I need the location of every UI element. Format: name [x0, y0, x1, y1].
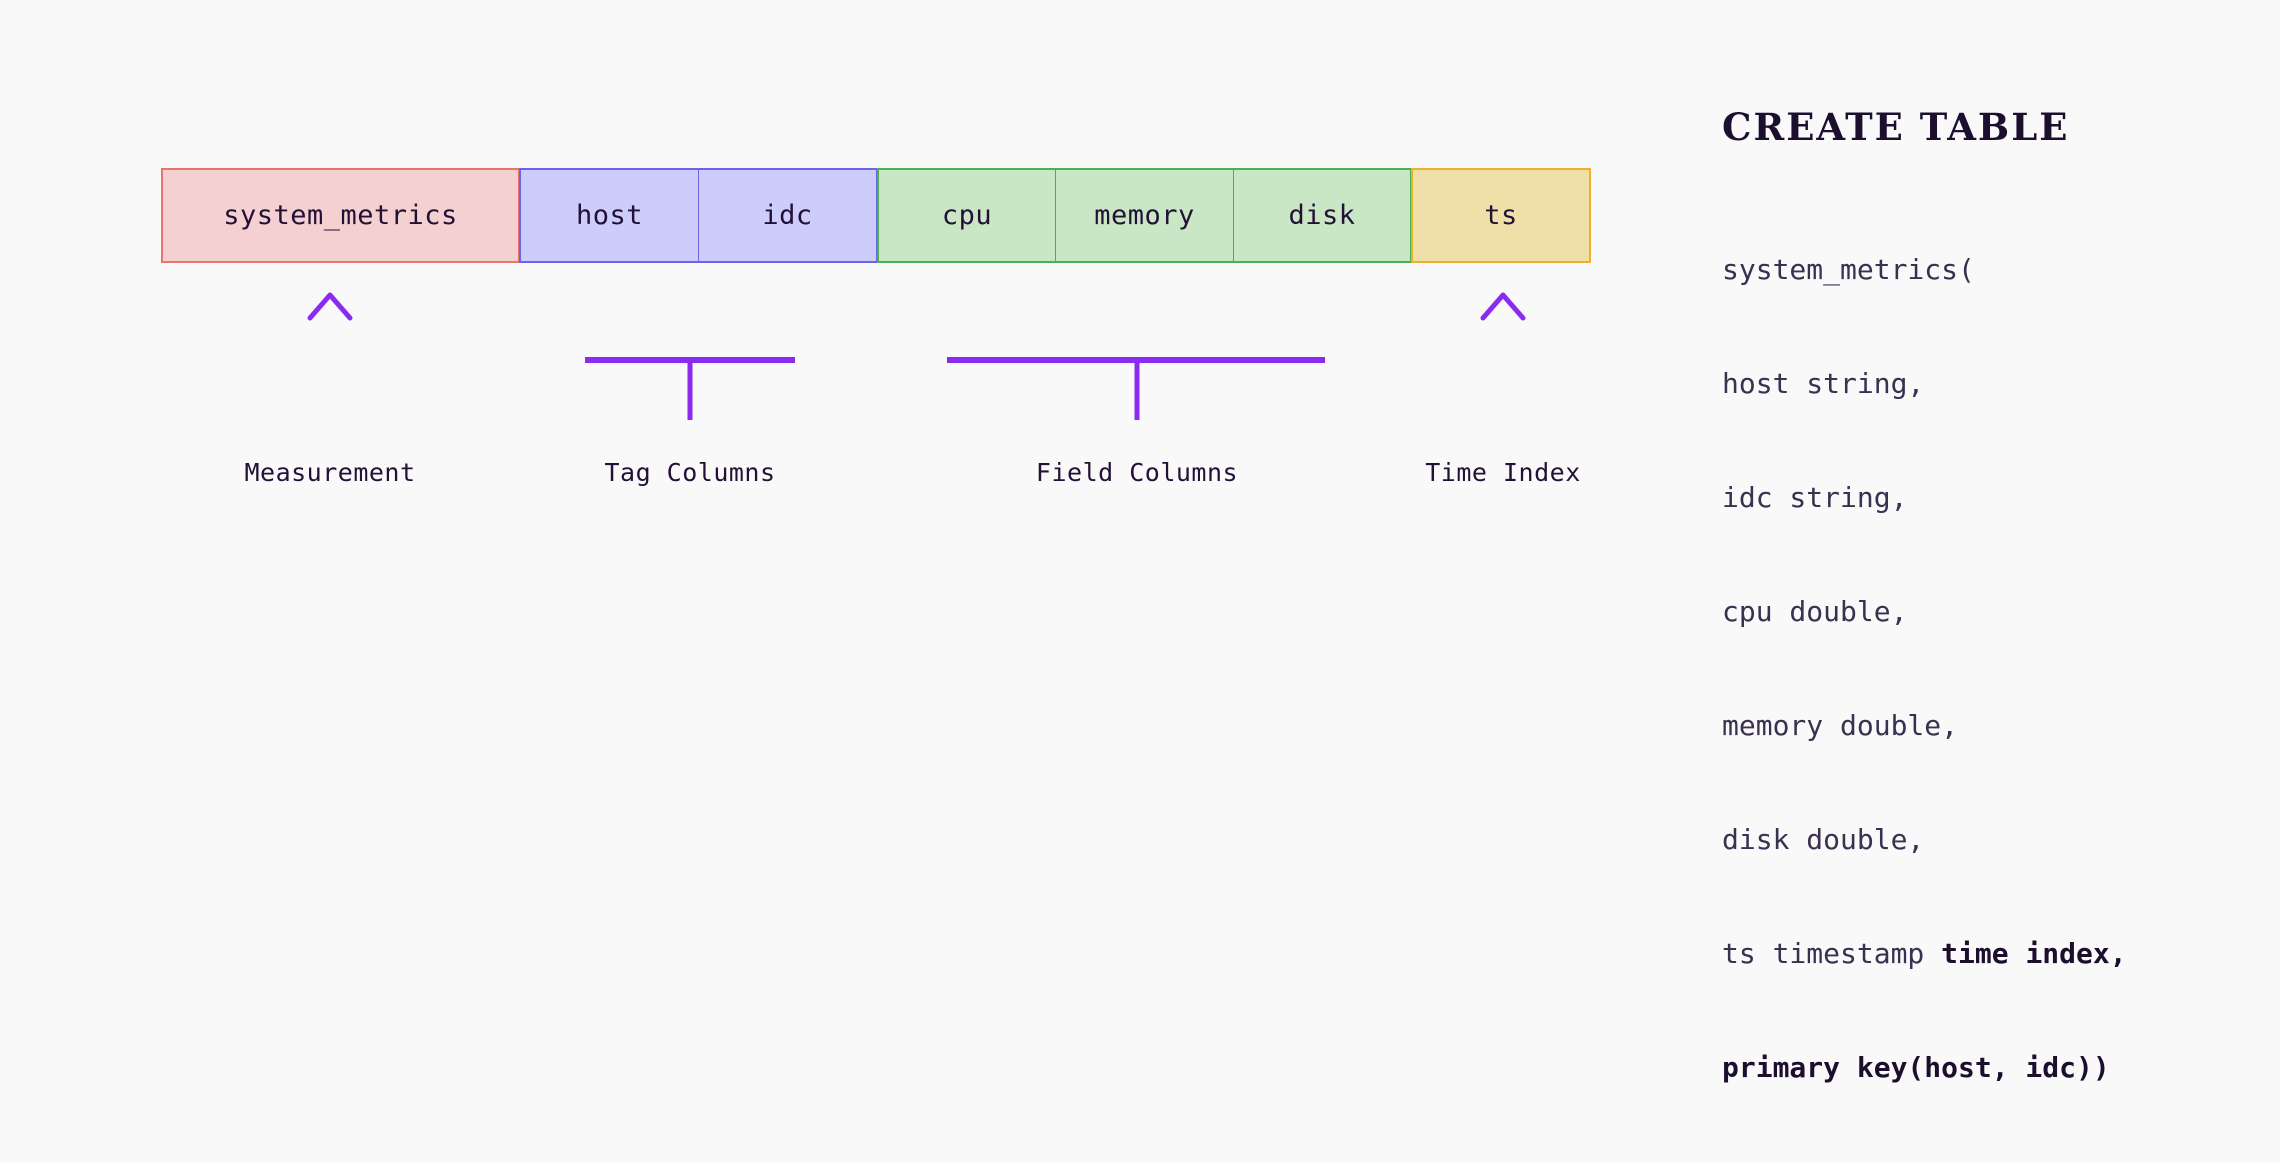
- sql-line: primary key(host, idc)): [1722, 1051, 2110, 1084]
- sql-line: idc string,: [1722, 481, 1908, 514]
- schema-cell-memory[interactable]: memory: [1055, 168, 1234, 263]
- schema-cell-label: system_metrics: [223, 200, 458, 231]
- sql-title: CREATE TABLE: [1722, 105, 2070, 149]
- sql-line: memory double,: [1722, 709, 1959, 742]
- schema-cell-disk[interactable]: disk: [1233, 168, 1412, 263]
- caption-time-index: Time Index: [1425, 458, 1581, 487]
- schema-cell-label: host: [575, 200, 644, 231]
- sql-line: ts timestamp time index,: [1722, 937, 2127, 970]
- sql-body: system_metrics( host string, idc string,…: [1722, 175, 2242, 1163]
- schema-bar: system_metrics host idc cpu memory disk …: [161, 168, 1591, 263]
- connector-arrow-time-index: [1480, 292, 1526, 420]
- sql-line: disk double,: [1722, 823, 1925, 856]
- connector-arrow-measurement: [307, 292, 353, 420]
- schema-cell-ts[interactable]: ts: [1411, 168, 1591, 263]
- schema-cell-cpu[interactable]: cpu: [877, 168, 1056, 263]
- schema-cell-label: ts: [1484, 200, 1518, 231]
- sql-snippet-panel: CREATE TABLE system_metrics( host string…: [1722, 105, 2242, 1163]
- caption-field-columns: Field Columns: [1035, 458, 1239, 487]
- sql-line: system_metrics(: [1722, 253, 1975, 286]
- schema-cell-host[interactable]: host: [519, 168, 699, 263]
- schema-cell-label: memory: [1094, 200, 1195, 231]
- connector-bracket-tag-columns: [585, 300, 795, 420]
- connector-bracket-field-columns: [947, 300, 1325, 420]
- caption-measurement: Measurement: [244, 458, 416, 487]
- caption-tag-columns: Tag Columns: [604, 458, 776, 487]
- schema-cell-measurement[interactable]: system_metrics: [161, 168, 520, 263]
- schema-cell-label: idc: [762, 200, 813, 231]
- sql-line: cpu double,: [1722, 595, 1908, 628]
- schema-cell-label: cpu: [941, 200, 993, 231]
- sql-line: host string,: [1722, 367, 1925, 400]
- schema-cell-label: disk: [1288, 200, 1356, 231]
- diagram-canvas: system_metrics host idc cpu memory disk …: [161, 105, 2127, 1084]
- schema-cell-idc[interactable]: idc: [698, 168, 878, 263]
